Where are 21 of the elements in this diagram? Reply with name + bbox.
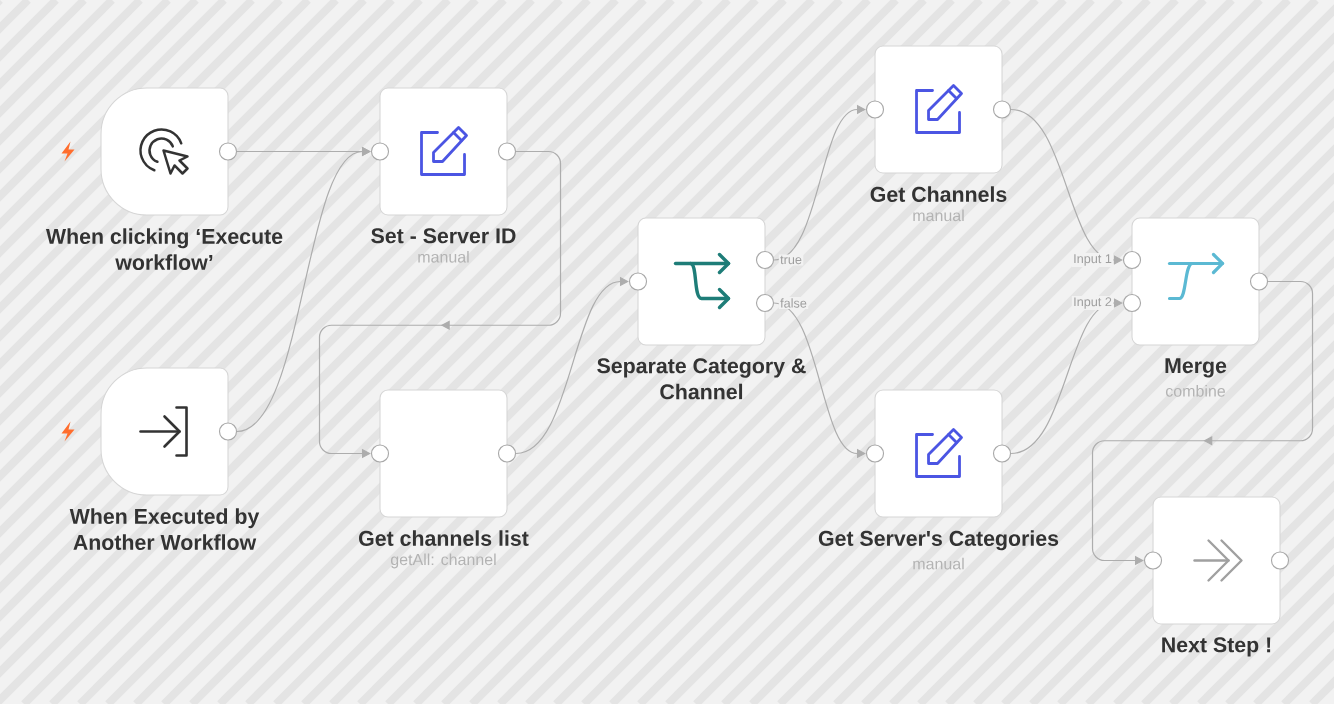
arrow — [1010, 108, 1123, 265]
node-title: Set - Server ID — [371, 228, 516, 244]
node-subtitle: manual — [913, 557, 964, 570]
arrow — [773, 104, 866, 261]
node-title: Merge — [1165, 358, 1227, 378]
arrow — [1010, 298, 1123, 455]
node-subtitle: manual — [913, 209, 964, 222]
node-title: Next Step ! — [1162, 637, 1271, 657]
arrow — [515, 276, 629, 455]
node-subtitle: combine — [1165, 385, 1225, 397]
node-title: When Executed by Another Workflow — [69, 508, 260, 550]
node-subtitle: getAll: channel — [390, 553, 496, 569]
node-title: Separate Category & Channel — [597, 358, 806, 400]
node-title: Get channels list — [359, 530, 529, 546]
node-title: When clicking ‘Execute workflow’ — [46, 228, 283, 270]
node-title: Get Channels — [870, 186, 1007, 202]
edge-label: true — [778, 254, 804, 266]
node-subtitle: manual — [418, 250, 469, 263]
edge-label: false — [778, 297, 809, 309]
node-title: Get Server's Categories — [818, 530, 1059, 551]
arrow — [236, 146, 371, 433]
